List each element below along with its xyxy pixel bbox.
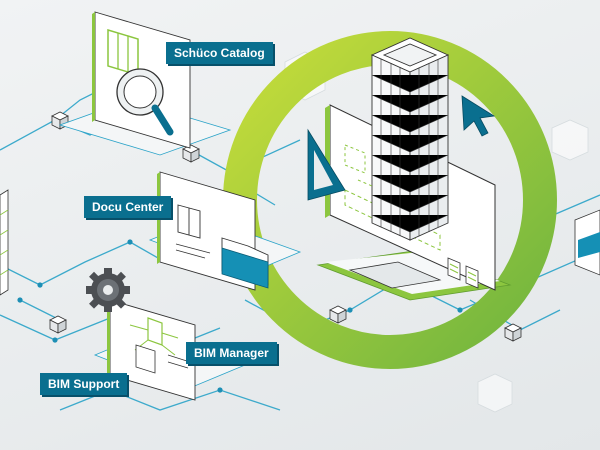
bim-manager-label[interactable]: BIM Manager xyxy=(186,342,277,364)
skyscraper-icon xyxy=(370,37,450,241)
magnifier-icon xyxy=(116,68,174,136)
bim-panel xyxy=(86,268,247,401)
building-fragment-left xyxy=(0,189,9,296)
right-panel-fragment xyxy=(574,209,600,276)
set-square-icon xyxy=(307,128,346,201)
docu-center-label[interactable]: Docu Center xyxy=(84,196,172,218)
gear-icon xyxy=(86,268,130,312)
catalog-label[interactable]: Schüco Catalog xyxy=(166,42,273,64)
folder-icon xyxy=(221,237,269,289)
guide-lines xyxy=(344,144,373,187)
cursor-arrow-icon xyxy=(461,95,496,137)
bim-support-label[interactable]: BIM Support xyxy=(40,373,128,395)
docu-center-panel xyxy=(148,171,302,291)
